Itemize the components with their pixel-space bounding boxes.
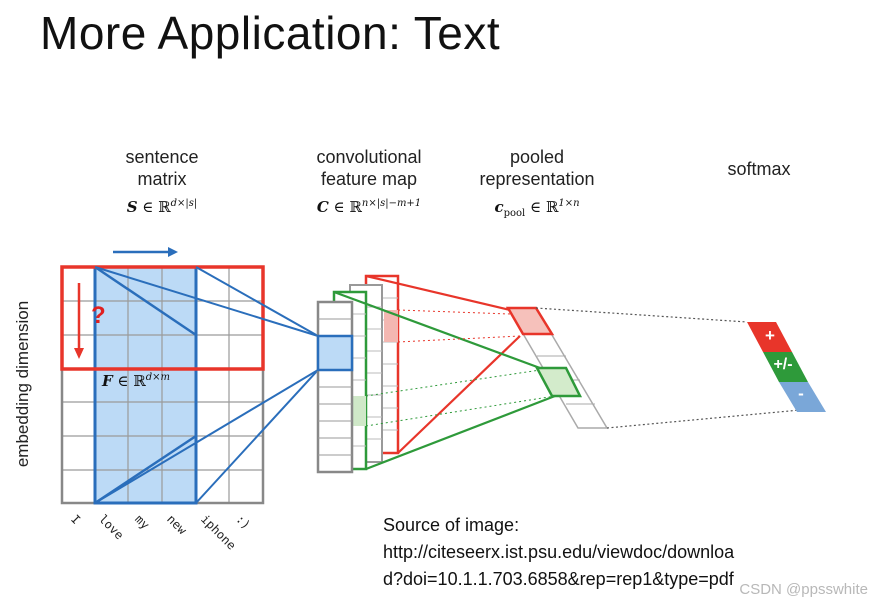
sentence-matrix-formula: S ∈ ℝd×|s| [126,198,198,216]
page-title: More Application: Text [40,7,501,59]
softmax-neutral [763,352,808,382]
vertical-arrow [74,283,84,359]
source-heading: Source of image: [383,515,520,535]
pooled-vector [505,306,609,429]
softmax-negative-label: - [798,384,804,403]
source-url-line2: d?doi=10.1.1.703.6858&rep=rep1&type=pdf [383,569,734,589]
source-citation: Source of image: http://citeseerx.ist.ps… [383,512,734,593]
pooled-green-cell [534,366,583,398]
feature-map-header: convolutional feature map C ∈ ℝn×|s|−m+1 [296,146,442,218]
filter-formula: F ∈ ℝd×m [102,372,171,390]
softmax-neutral-label: +/- [773,356,793,373]
softmax-positive [747,322,792,352]
softmax-positive-label: + [765,326,775,345]
feature-map-front [316,300,354,474]
horizontal-arrow [113,247,178,257]
source-url-line1: http://citeseerx.ist.psu.edu/viewdoc/dow… [383,542,735,562]
watermark: CSDN @ppsswhite [739,581,868,598]
pooled-red-cell [505,306,555,336]
filter-highlight [95,267,196,503]
feature-map-active-cell [316,334,354,372]
softmax-connect-lines [535,307,801,429]
sentence-matrix-header: sentence matrix S ∈ ℝd×|s| [110,146,214,218]
filter-projection-lines [94,266,319,504]
softmax-negative [779,382,826,412]
softmax-output [747,322,826,412]
feature-map-formula: C ∈ ℝn×|s|−m+1 [316,198,422,216]
softmax-header: softmax [727,159,791,179]
pooling-lines [333,274,556,471]
pooling-dotted-lines [365,309,556,427]
pooled-formula: cpool ∈ ℝ1×n [494,198,580,219]
pooled-representation-header: pooled representation cpool ∈ ℝ1×n [466,146,608,225]
question-mark: ? [91,302,106,329]
